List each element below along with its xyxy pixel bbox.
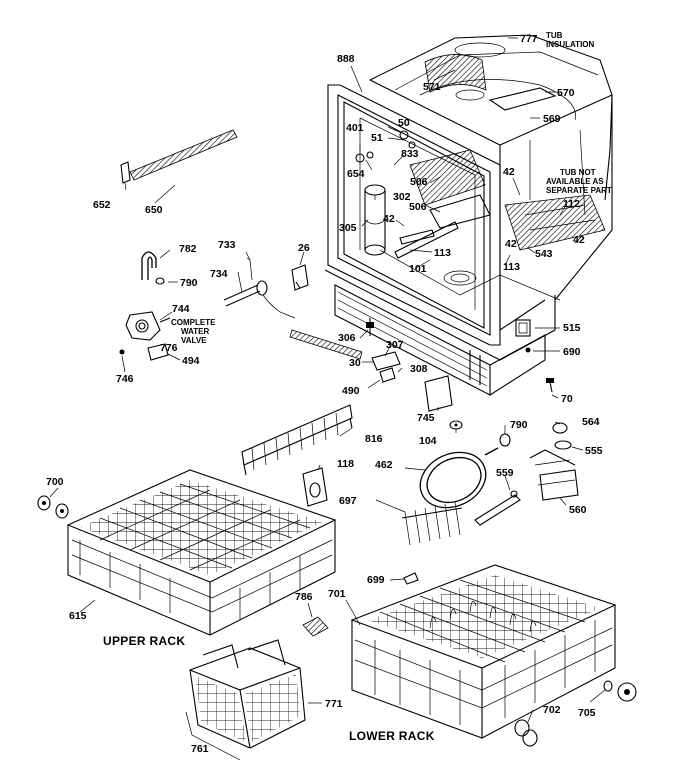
label-51: 51 <box>371 132 383 144</box>
label-564: 564 <box>582 416 600 428</box>
left-parts <box>119 129 363 361</box>
label-700: 700 <box>46 476 64 488</box>
note-tub-not-line1: TUB NOT <box>560 168 596 177</box>
lower-rack <box>350 564 637 747</box>
label-506-a: 506 <box>410 176 428 188</box>
label-113-a: 113 <box>434 247 451 259</box>
leader-lines <box>49 37 606 723</box>
label-699: 699 <box>367 574 385 586</box>
label-790-b: 790 <box>510 419 528 431</box>
label-569: 569 <box>543 113 561 125</box>
label-50: 50 <box>398 117 410 129</box>
label-42-a: 42 <box>503 166 515 178</box>
label-42-d: 42 <box>573 234 585 246</box>
label-570: 570 <box>557 87 575 99</box>
label-652: 652 <box>93 199 111 211</box>
label-494: 494 <box>182 355 200 367</box>
label-702: 702 <box>543 704 561 716</box>
label-26: 26 <box>298 242 310 254</box>
label-555: 555 <box>585 445 603 457</box>
label-761: 761 <box>191 743 209 755</box>
label-734: 734 <box>210 268 228 280</box>
label-654: 654 <box>347 168 365 180</box>
label-790-a: 790 <box>180 277 198 289</box>
note-tub-insulation-line1: TUB <box>546 31 563 40</box>
label-306: 306 <box>338 332 356 344</box>
label-308: 308 <box>410 363 428 375</box>
label-697: 697 <box>339 495 357 507</box>
label-42-c: 42 <box>505 238 517 250</box>
note-tub-not-line2: AVAILABLE AS <box>546 177 604 186</box>
label-302: 302 <box>393 191 411 203</box>
label-705: 705 <box>578 707 596 719</box>
label-560: 560 <box>569 504 587 516</box>
label-305: 305 <box>339 222 357 234</box>
label-776: 776 <box>160 342 178 354</box>
silverware-basket <box>185 639 306 760</box>
note-tub-insulation-line2: INSULATION <box>546 40 595 49</box>
tub-assembly <box>324 34 613 412</box>
note-valve-line2: WATER <box>181 327 210 336</box>
label-307: 307 <box>386 339 404 351</box>
label-701: 701 <box>328 588 346 600</box>
note-tub-not-line3: SEPARATE PART <box>546 186 612 195</box>
label-70: 70 <box>561 393 573 405</box>
label-462: 462 <box>375 459 393 471</box>
label-615: 615 <box>69 610 87 622</box>
label-771: 771 <box>325 698 343 710</box>
label-650: 650 <box>145 204 163 216</box>
notes: TUB INSULATION TUB NOT AVAILABLE AS SEPA… <box>171 31 612 345</box>
label-118: 118 <box>337 458 354 470</box>
label-777: 777 <box>520 33 538 45</box>
captions: UPPER RACK LOWER RACK <box>103 634 435 743</box>
label-490: 490 <box>342 385 360 397</box>
label-833: 833 <box>401 148 419 160</box>
label-888: 888 <box>337 53 355 65</box>
upper-rack <box>66 469 337 636</box>
label-571: 571 <box>423 81 441 93</box>
label-515: 515 <box>563 322 581 334</box>
caption-upper-rack: UPPER RACK <box>103 634 185 648</box>
label-690: 690 <box>563 346 581 358</box>
label-30: 30 <box>349 357 361 369</box>
label-786: 786 <box>295 591 313 603</box>
label-816: 816 <box>365 433 383 445</box>
label-782: 782 <box>179 243 197 255</box>
label-113-b: 113 <box>503 261 520 273</box>
label-112: 112 <box>563 198 580 210</box>
label-559: 559 <box>496 467 514 479</box>
caption-lower-rack: LOWER RACK <box>349 729 435 743</box>
label-746: 746 <box>116 373 134 385</box>
note-valve-line1: COMPLETE <box>171 318 216 327</box>
label-104: 104 <box>419 435 437 447</box>
label-744: 744 <box>172 303 190 315</box>
label-543: 543 <box>535 248 553 260</box>
label-42-b: 42 <box>383 213 395 225</box>
part-labels: 777 888 571 570 569 50 401 51 833 654 50… <box>46 33 603 755</box>
note-valve-line3: VALVE <box>181 336 207 345</box>
middle-parts <box>37 404 579 637</box>
label-733: 733 <box>218 239 236 251</box>
label-101: 101 <box>409 263 427 275</box>
label-401: 401 <box>346 122 364 134</box>
label-745: 745 <box>417 412 435 424</box>
label-506-b: 506 <box>409 201 427 213</box>
